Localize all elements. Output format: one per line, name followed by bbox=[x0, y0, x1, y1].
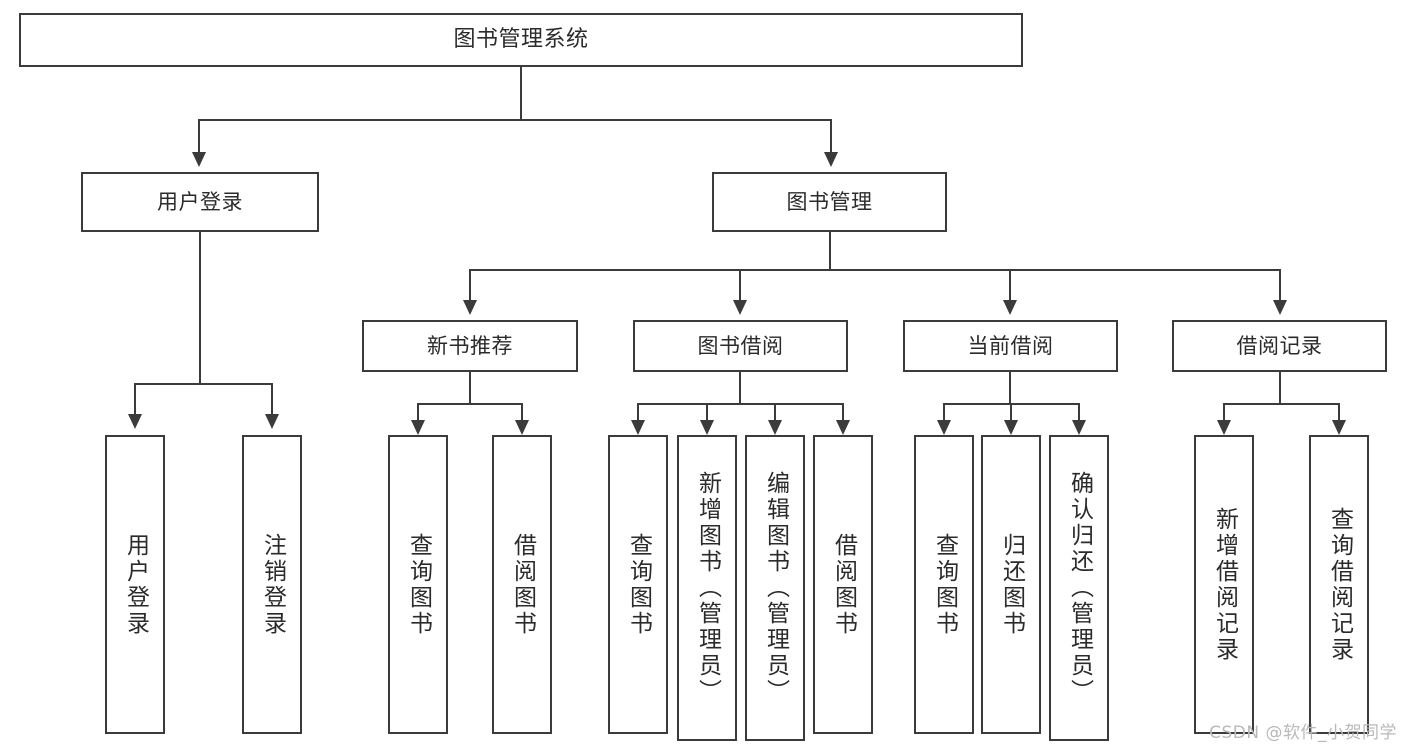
connector-drop-user-login bbox=[198, 119, 200, 153]
node-label: 图书管理 bbox=[786, 189, 873, 214]
leaf-bb-edit-book[interactable]: 编辑图书（管理员） bbox=[745, 435, 805, 741]
arrow-book-borrow bbox=[733, 300, 747, 315]
node-label: 注销登录 bbox=[259, 532, 286, 637]
arrow-bb-2 bbox=[700, 420, 714, 435]
connector-current-borrow-stem bbox=[1009, 372, 1011, 404]
leaf-bb-borrow-book[interactable]: 借阅图书 bbox=[813, 435, 873, 734]
connector-borrow-record-bus bbox=[1223, 403, 1339, 405]
leaf-logout[interactable]: 注销登录 bbox=[242, 435, 302, 734]
leaf-nb-borrow-book[interactable]: 借阅图书 bbox=[492, 435, 552, 734]
leaf-user-login[interactable]: 用户登录 bbox=[105, 435, 165, 734]
node-label: 查询图书 bbox=[931, 532, 958, 637]
node-borrow-record[interactable]: 借阅记录 bbox=[1172, 320, 1387, 372]
leaf-cb-confirm-return[interactable]: 确认归还（管理员） bbox=[1049, 435, 1109, 741]
leaf-bb-query-book[interactable]: 查询图书 bbox=[608, 435, 668, 734]
leaf-nb-query-book[interactable]: 查询图书 bbox=[388, 435, 448, 734]
node-label: 查询图书 bbox=[405, 532, 432, 637]
node-book-borrow[interactable]: 图书借阅 bbox=[633, 320, 848, 372]
node-label: 借阅图书 bbox=[830, 532, 857, 637]
arrow-br-2 bbox=[1332, 420, 1346, 435]
node-label: 用户登录 bbox=[122, 532, 149, 637]
arrow-leaf-user-login bbox=[128, 414, 142, 429]
connector-user-login-stem bbox=[199, 232, 201, 384]
connector-drop-leaf-logout bbox=[271, 383, 273, 415]
node-book-management[interactable]: 图书管理 bbox=[712, 172, 947, 232]
connector-drop-cb-3 bbox=[1078, 403, 1080, 421]
node-label: 借阅记录 bbox=[1236, 333, 1323, 358]
connector-drop-cb-1 bbox=[943, 403, 945, 421]
connector-drop-nb-1 bbox=[417, 403, 419, 421]
connector-drop-bb-2 bbox=[706, 403, 708, 421]
arrow-current-borrow bbox=[1003, 300, 1017, 315]
node-label: 查询图书 bbox=[625, 532, 652, 637]
node-label: 归还图书 bbox=[998, 532, 1025, 637]
connector-user-login-bus bbox=[134, 383, 272, 385]
node-label: 用户登录 bbox=[157, 189, 243, 214]
arrow-nb-2 bbox=[515, 420, 529, 435]
node-label: 编辑图书（管理员） bbox=[762, 471, 789, 705]
arrow-book-management bbox=[824, 152, 838, 167]
arrow-bb-3 bbox=[768, 420, 782, 435]
connector-drop-current-borrow bbox=[1009, 269, 1011, 301]
node-label: 查询借阅记录 bbox=[1326, 506, 1353, 663]
connector-drop-br-1 bbox=[1223, 403, 1225, 421]
connector-drop-br-2 bbox=[1338, 403, 1340, 421]
leaf-cb-query-book[interactable]: 查询图书 bbox=[914, 435, 974, 734]
connector-drop-nb-2 bbox=[521, 403, 523, 421]
connector-drop-bb-1 bbox=[637, 403, 639, 421]
node-current-borrow[interactable]: 当前借阅 bbox=[903, 320, 1118, 372]
node-new-book-recommend[interactable]: 新书推荐 bbox=[362, 320, 578, 372]
connector-borrow-record-stem bbox=[1279, 372, 1281, 404]
leaf-br-query-record[interactable]: 查询借阅记录 bbox=[1309, 435, 1369, 734]
arrow-nb-1 bbox=[411, 420, 425, 435]
node-label: 新增图书（管理员） bbox=[694, 471, 721, 705]
node-label: 图书借阅 bbox=[697, 333, 784, 358]
connector-book-borrow-stem bbox=[739, 372, 741, 404]
connector-drop-book-borrow bbox=[739, 269, 741, 301]
connector-book-management-stem bbox=[829, 232, 831, 270]
arrow-cb-3 bbox=[1072, 420, 1086, 435]
arrow-br-1 bbox=[1217, 420, 1231, 435]
arrow-cb-2 bbox=[1004, 420, 1018, 435]
connector-drop-borrow-record bbox=[1279, 269, 1281, 301]
leaf-cb-return-book[interactable]: 归还图书 bbox=[981, 435, 1041, 734]
connector-drop-bb-4 bbox=[842, 403, 844, 421]
node-user-login[interactable]: 用户登录 bbox=[81, 172, 319, 232]
connector-new-book-bus bbox=[417, 403, 522, 405]
node-label: 确认归还（管理员） bbox=[1066, 471, 1093, 705]
arrow-leaf-logout bbox=[265, 414, 279, 429]
connector-root-stem bbox=[520, 67, 522, 120]
connector-drop-book-management bbox=[830, 119, 832, 153]
csdn-watermark: CSDN @软件_小贺同学 bbox=[1209, 723, 1397, 743]
node-label: 新书推荐 bbox=[427, 333, 513, 358]
node-label: 图书管理系统 bbox=[453, 27, 589, 53]
arrow-new-book bbox=[463, 300, 477, 315]
connector-drop-bb-3 bbox=[774, 403, 776, 421]
connector-new-book-stem bbox=[469, 372, 471, 404]
connector-level2-bus bbox=[469, 269, 1281, 271]
node-label: 借阅图书 bbox=[509, 532, 536, 637]
arrow-user-login bbox=[192, 152, 206, 167]
arrow-cb-1 bbox=[937, 420, 951, 435]
arrow-bb-4 bbox=[836, 420, 850, 435]
arrow-bb-1 bbox=[631, 420, 645, 435]
connector-drop-leaf-user-login bbox=[134, 383, 136, 415]
node-root-book-management-system[interactable]: 图书管理系统 bbox=[19, 13, 1023, 67]
arrow-borrow-record bbox=[1273, 300, 1287, 315]
connector-drop-new-book bbox=[469, 269, 471, 301]
node-label: 当前借阅 bbox=[967, 333, 1054, 358]
leaf-br-add-record[interactable]: 新增借阅记录 bbox=[1194, 435, 1254, 734]
connector-book-borrow-bus bbox=[637, 403, 843, 405]
node-label: 新增借阅记录 bbox=[1211, 506, 1238, 663]
connector-level1-bus bbox=[198, 119, 832, 121]
leaf-bb-add-book[interactable]: 新增图书（管理员） bbox=[677, 435, 737, 741]
connector-drop-cb-2 bbox=[1010, 403, 1012, 421]
